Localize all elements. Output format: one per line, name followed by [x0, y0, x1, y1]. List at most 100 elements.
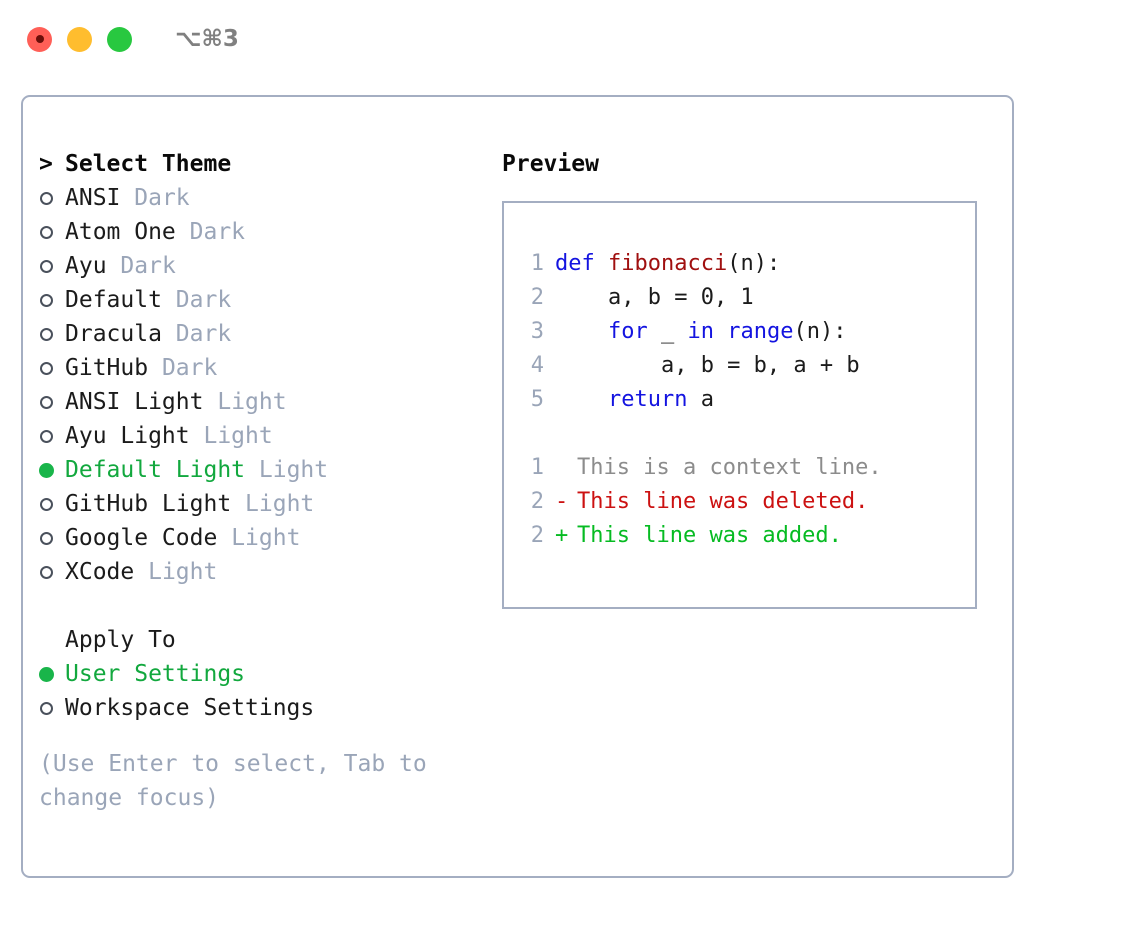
radio-unselected-icon	[39, 531, 65, 545]
theme-name-separator	[176, 215, 190, 249]
code-token: def	[555, 251, 595, 276]
code-line: 3 for _ in range(n):	[504, 315, 975, 349]
theme-name: Dracula	[65, 321, 162, 347]
diff-line: 2 + This line was added.	[504, 519, 975, 553]
theme-picker-heading-label: Select Theme	[65, 151, 232, 177]
apply-to-heading: Apply To	[39, 623, 479, 657]
theme-category-badge: Dark	[120, 253, 176, 279]
radio-unselected-icon	[39, 497, 65, 511]
code-token: range	[727, 319, 794, 344]
radio-unselected-icon	[40, 395, 53, 409]
code-line-text: def fibonacci(n):	[555, 247, 780, 281]
theme-name-separator	[134, 555, 148, 589]
theme-name: ANSI Light	[65, 389, 204, 415]
radio-unselected-icon	[39, 259, 65, 273]
diff-line-number: 2	[530, 489, 544, 514]
title-bar: ⌥⌘3	[0, 0, 1140, 78]
code-token: for	[607, 319, 648, 344]
radio-unselected-icon	[39, 293, 65, 307]
theme-name: ANSI	[65, 185, 121, 211]
theme-list-item[interactable]: Atom One Dark	[39, 215, 479, 249]
theme-name-separator	[120, 181, 134, 215]
code-token: a, b = 0, 1	[555, 285, 754, 310]
theme-list-item[interactable]: Ayu Light Light	[39, 419, 479, 453]
minimize-button[interactable]	[67, 26, 92, 52]
apply-to-heading-label: Apply To	[65, 627, 176, 653]
diff-marker-icon: +	[555, 523, 569, 548]
radio-unselected-icon	[40, 327, 53, 341]
apply-to-option[interactable]: Workspace Settings	[39, 691, 479, 725]
code-line-number: 5	[530, 387, 544, 412]
code-token: fibonacci	[608, 251, 728, 276]
code-token	[714, 319, 727, 344]
theme-category-badge: Light	[217, 389, 287, 415]
code-diff-spacer	[504, 417, 975, 451]
radio-unselected-icon	[39, 191, 65, 205]
code-line-text: a, b = b, a + b	[555, 349, 860, 383]
theme-list-item[interactable]: Ayu Dark	[39, 249, 479, 283]
radio-unselected-icon	[40, 361, 53, 375]
theme-name-separator	[162, 317, 176, 351]
code-line: 2 a, b = 0, 1	[504, 281, 975, 315]
theme-list-item[interactable]: Google Code Light	[39, 521, 479, 555]
radio-unselected-icon	[40, 293, 53, 307]
diff-line-number: 1	[530, 455, 544, 480]
list-spacer	[39, 589, 479, 623]
close-button[interactable]	[27, 26, 52, 52]
theme-list-item[interactable]: ANSI Dark	[39, 181, 479, 215]
radio-unselected-icon	[40, 191, 53, 205]
theme-name-separator	[245, 453, 259, 487]
code-token: a, b = b, a + b	[555, 353, 860, 378]
theme-list-item[interactable]: Dracula Dark	[39, 317, 479, 351]
code-line: 4 a, b = b, a + b	[504, 349, 975, 383]
theme-category-badge: Dark	[161, 355, 218, 381]
theme-category-badge: Dark	[175, 287, 232, 313]
code-token: in	[687, 319, 714, 344]
radio-unselected-icon	[40, 531, 53, 545]
apply-to-option[interactable]: User Settings	[39, 657, 479, 691]
theme-category-badge: Dark	[189, 219, 246, 245]
keyboard-shortcut-label: ⌥⌘3	[175, 26, 239, 52]
radio-unselected-icon	[40, 701, 53, 715]
radio-unselected-icon	[39, 225, 65, 239]
radio-unselected-icon	[40, 565, 53, 579]
code-token: (n):	[793, 319, 847, 344]
radio-selected-icon	[39, 666, 54, 682]
radio-unselected-icon	[39, 327, 65, 341]
theme-category-badge: Light	[231, 525, 301, 551]
maximize-button[interactable]	[107, 26, 132, 52]
diff-line-text: This line was deleted.	[577, 489, 869, 514]
code-line-text: return a	[555, 383, 714, 417]
diff-sample: 1 This is a context line.2-This line was…	[504, 451, 975, 553]
diff-marker-icon: -	[555, 489, 569, 514]
keyboard-hint: (Use Enter to select, Tab to change focu…	[39, 751, 427, 811]
diff-marker-icon	[555, 451, 577, 485]
theme-list-item[interactable]: GitHub Light Light	[39, 487, 479, 521]
preview-title: Preview	[502, 151, 599, 177]
theme-name: GitHub Light	[65, 491, 232, 517]
code-line-number: 3	[530, 319, 544, 344]
theme-list-item[interactable]: Default Light Light	[39, 453, 479, 487]
theme-name: Ayu Light	[65, 423, 190, 449]
radio-unselected-icon	[39, 361, 65, 375]
theme-picker-heading: > Select Theme	[39, 147, 479, 181]
theme-name: Default	[65, 287, 162, 313]
theme-category-badge: Dark	[134, 185, 190, 211]
theme-category-badge: Light	[203, 423, 273, 449]
code-token: return	[607, 387, 688, 412]
theme-list-item[interactable]: ANSI Light Light	[39, 385, 479, 419]
diff-line-text: This line was added.	[577, 523, 842, 548]
code-line-text: a, b = 0, 1	[555, 281, 754, 315]
theme-list-item[interactable]: XCode Light	[39, 555, 479, 589]
theme-list-item[interactable]: Default Dark	[39, 283, 479, 317]
radio-unselected-icon	[39, 395, 65, 409]
diff-line-number: 2	[530, 523, 544, 548]
theme-list-item[interactable]: GitHub Dark	[39, 351, 479, 385]
theme-name: Ayu	[65, 253, 107, 279]
theme-category-badge: Light	[258, 457, 329, 483]
